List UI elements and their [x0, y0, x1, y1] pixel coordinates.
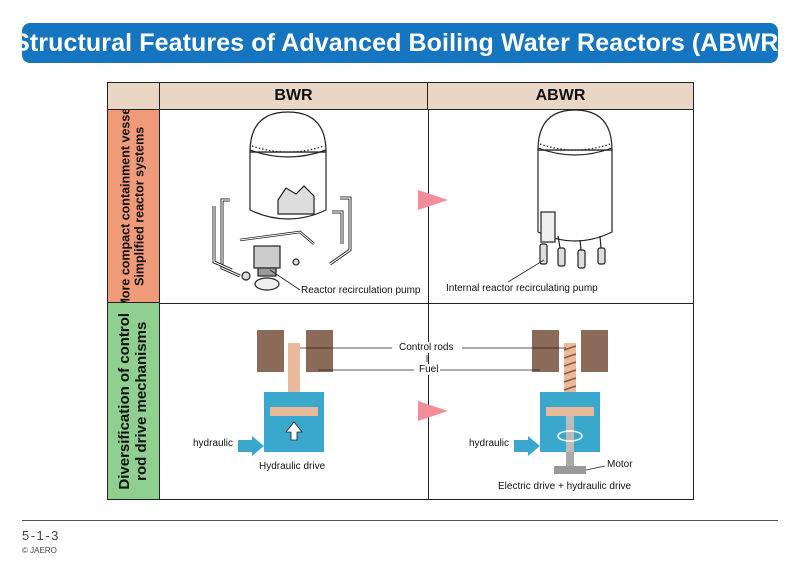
- reactor-recirculation-pump-label: Reactor recirculation pump: [301, 285, 421, 296]
- motor-label: Motor: [607, 459, 633, 470]
- page-number: 5-1-3: [22, 528, 60, 543]
- title-banner: Structural Features of Advanced Boiling …: [13, 23, 787, 63]
- abwr-fuel-right: [581, 330, 608, 372]
- arrow-row2-icon: [418, 401, 448, 421]
- internal-reactor-recirculating-pump-label: Internal reactor recirculating pump: [446, 283, 598, 294]
- column-header-bwr: BWR: [160, 83, 428, 110]
- abwr-fuel-left: [532, 330, 559, 372]
- abwr-reactor-illustration: [537, 109, 613, 269]
- hydraulic-drive-label: Hydraulic drive: [259, 461, 326, 472]
- bwr-hydraulic-inlet-icon: [238, 436, 264, 456]
- bwr-up-arrow-icon: [285, 421, 303, 441]
- footer-rule: [22, 520, 778, 521]
- abwr-hydraulic-label: hydraulic: [469, 438, 510, 449]
- comparison-table: BWR ABWR More compact containment vessel…: [107, 82, 694, 500]
- bwr-fuel-right: [306, 330, 333, 372]
- control-rods-label: Control rods: [397, 342, 456, 353]
- column-header-bwr-label: BWR: [274, 87, 313, 104]
- header-corner: [108, 83, 160, 110]
- bwr-fuel-left: [257, 330, 284, 372]
- arrow-row1-icon: [418, 190, 448, 210]
- row-label-control-rod-drive: Diversification of control rod drive mec…: [108, 303, 160, 499]
- abwr-drive-diagram: [514, 330, 608, 474]
- bwr-hydraulic-label: hydraulic: [193, 438, 234, 449]
- fuel-label: Fuel: [417, 364, 441, 375]
- column-header-abwr-label: ABWR: [535, 87, 586, 104]
- bwr-hydraulic-drive-diagram: [238, 330, 333, 456]
- column-header-abwr: ABWR: [428, 83, 693, 110]
- abwr-pump-leader-line: [507, 259, 545, 283]
- bwr-pump-leader-line: [269, 269, 301, 291]
- motor-icon: [554, 466, 586, 474]
- bwr-reactor-illustration: [212, 111, 352, 291]
- row-label-containment: More compact containment vessel Simplifi…: [108, 110, 160, 303]
- abwr-hydraulic-inlet-icon: [514, 436, 540, 456]
- row-divider: [160, 303, 693, 304]
- column-divider: [428, 110, 429, 499]
- page-title: Structural Features of Advanced Boiling …: [13, 28, 787, 57]
- copyright: © JAERO: [22, 546, 57, 555]
- electric-hydraulic-drive-label: Electric drive + hydraulic drive: [498, 481, 632, 492]
